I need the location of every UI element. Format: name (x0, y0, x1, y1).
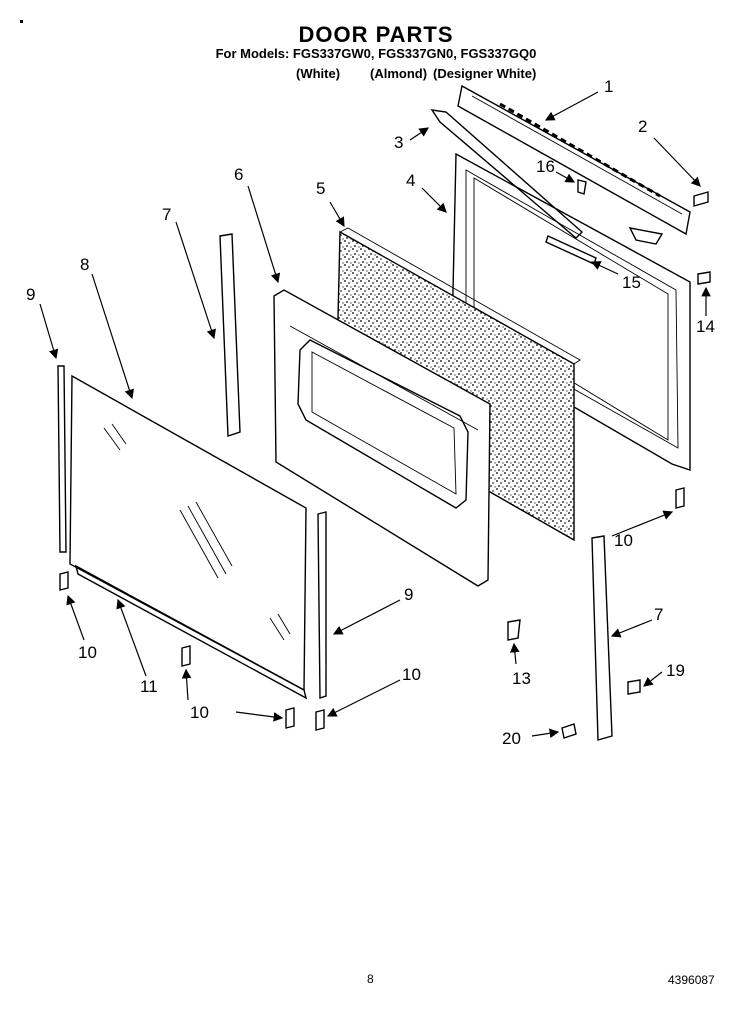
screw-20-part (561, 723, 577, 739)
variant-designer-white: (Designer White) (433, 66, 537, 81)
callout-9-right: 9 (404, 585, 413, 604)
block-19-part (627, 679, 641, 695)
callout-10-bottom: 10 (190, 703, 209, 722)
callout-13: 13 (512, 669, 531, 688)
models-subtitle: For Models: FGS337GW0, FGS337GN0, FGS337… (215, 46, 537, 61)
hinge-channel-right-part (591, 535, 613, 741)
side-trim-right-part (317, 511, 327, 699)
callout-11: 11 (140, 677, 158, 696)
screw-16-part (577, 179, 587, 195)
callout-1: 1 (604, 77, 613, 96)
variant-almond: (Almond) (370, 66, 428, 81)
side-trim-left-part (57, 365, 67, 553)
callout-10-left: 10 (78, 643, 97, 662)
leader-lines (39, 91, 711, 739)
callout-4: 4 (406, 171, 415, 190)
callout-7-right: 7 (654, 605, 663, 624)
callout-10-right: 10 (614, 531, 633, 550)
hinge-channel-left-part (219, 233, 241, 437)
page-number: 8 (367, 972, 374, 986)
door-glass-part (69, 374, 307, 692)
screw-14-part (697, 271, 711, 285)
document-number: 4396087 (668, 973, 715, 987)
callout-16: 16 (536, 157, 555, 176)
callout-19: 19 (666, 661, 685, 680)
callout-7-left: 7 (162, 205, 171, 224)
vent-trim-part (457, 84, 691, 245)
corner-dot (20, 20, 23, 23)
page-title: DOOR PARTS (298, 22, 454, 47)
callout-2: 2 (638, 117, 647, 136)
callout-5: 5 (316, 179, 325, 198)
screws-10-part (59, 487, 685, 731)
callout-8: 8 (80, 255, 89, 274)
variant-white: (White) (296, 66, 341, 81)
callout-3: 3 (394, 133, 403, 152)
callout-14: 14 (696, 317, 715, 336)
clip-13-part (507, 619, 521, 641)
callout-15: 15 (622, 273, 641, 292)
bottom-trim-part (74, 564, 308, 700)
callout-6: 6 (234, 165, 243, 184)
screw-2-part (693, 191, 709, 207)
callout-9-left: 9 (26, 285, 35, 304)
callout-20: 20 (502, 729, 521, 748)
callout-10-center: 10 (402, 665, 421, 684)
inner-door-panel-part (273, 289, 491, 587)
